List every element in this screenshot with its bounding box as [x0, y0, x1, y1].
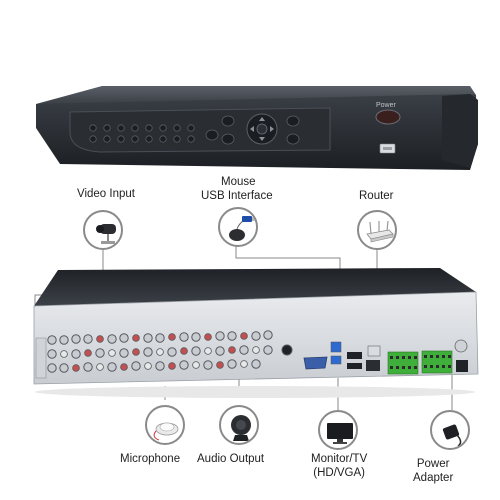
power-adapter-callout: [430, 410, 470, 450]
mouse-usb-callout: [218, 207, 258, 247]
video-input-label: Video Input: [77, 188, 135, 200]
video-input-callout: [83, 210, 123, 250]
camera-icon: [96, 224, 116, 244]
power-adapter-label: Power Adapter: [413, 457, 453, 485]
power-adapter-label-line1: Power: [416, 458, 450, 470]
monitor-label-line2: (HD/VGA): [313, 467, 365, 479]
router-icon: [366, 220, 394, 243]
power-button-label: Power: [376, 102, 396, 109]
monitor-icon: [327, 423, 353, 444]
audio-output-callout: [219, 405, 259, 445]
microphone-icon: [153, 422, 179, 441]
usb-stick-icon: [242, 216, 256, 222]
power-adapter-label-line2: Adapter: [413, 472, 454, 484]
microphone-label: Microphone: [120, 453, 181, 465]
monitor-label-line1: Monitor/TV: [311, 453, 368, 465]
speaker-icon: [231, 415, 251, 441]
monitor-callout: [318, 410, 358, 450]
microphone-callout: [145, 405, 185, 445]
usb-interface-label: USB Interface: [201, 190, 273, 202]
monitor-label: Monitor/TV (HD/VGA): [311, 452, 367, 480]
router-label: Router: [359, 190, 394, 202]
audio-output-label: Audio Output: [197, 453, 265, 465]
router-callout: [357, 210, 397, 250]
power-adapter-icon: [442, 424, 462, 447]
mouse-label: Mouse: [221, 176, 256, 188]
